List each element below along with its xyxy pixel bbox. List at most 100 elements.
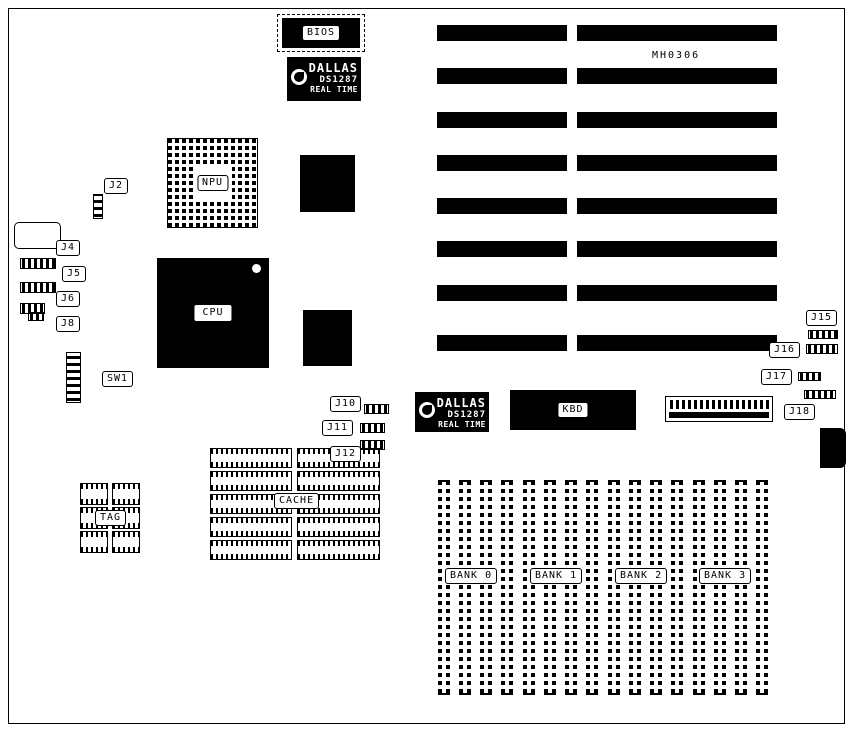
dallas-logo-icon <box>419 402 435 418</box>
simm-socket <box>735 480 747 695</box>
jumper-j8-pins <box>28 312 44 321</box>
memory-bank-2: BANK 2 <box>608 480 685 695</box>
jumper-j5-pins <box>20 282 56 293</box>
isa-slot-row-1 <box>437 25 777 41</box>
rtc-brand: DALLAS <box>436 396 486 410</box>
isa-slot-row-8 <box>437 335 777 351</box>
isa-slot-row-2 <box>437 68 777 84</box>
isa-slot-segment <box>437 198 567 214</box>
isa-slot-segment <box>437 25 567 41</box>
jumper-j16-label: J16 <box>769 342 801 358</box>
isa-slot-segment <box>577 112 777 128</box>
jumper-j15-label: J15 <box>806 310 838 326</box>
jumper-j2-label: J2 <box>104 178 129 194</box>
tag-chip <box>112 483 140 505</box>
simm-socket <box>608 480 620 695</box>
isa-slot-segment <box>577 68 777 84</box>
board-part-number: MH0306 <box>652 50 701 61</box>
rtc-model: DS1287 <box>319 75 358 85</box>
simm-socket <box>671 480 683 695</box>
simm-socket <box>480 480 492 695</box>
rtc-type: REAL TIME <box>438 420 486 429</box>
jumper-j18-pins <box>804 390 836 399</box>
rtc-text: DALLAS DS1287 REAL TIME <box>309 61 358 94</box>
cache-label: CACHE <box>274 493 320 509</box>
isa-slot-segment <box>437 155 567 171</box>
bios-socket: BIOS <box>277 14 365 52</box>
cpu-label: CPU <box>193 304 233 322</box>
board-outline <box>8 8 845 724</box>
power-pin-header <box>665 396 773 422</box>
jumper-j17-label: J17 <box>761 369 793 385</box>
simm-socket <box>756 480 768 695</box>
isa-slot-segment <box>437 241 567 257</box>
simm-socket <box>459 480 471 695</box>
sw1-label: SW1 <box>102 371 134 387</box>
isa-slot-row-3 <box>437 112 777 128</box>
edge-connector-right <box>820 428 846 468</box>
jumper-j5-label: J5 <box>62 266 87 282</box>
tag-chip <box>112 531 140 553</box>
isa-slot-segment <box>437 335 567 351</box>
support-chip-lower <box>303 310 352 366</box>
bank1-label: BANK 1 <box>530 568 583 584</box>
isa-slot-row-4 <box>437 155 777 171</box>
cache-chip <box>297 471 380 491</box>
jumper-j16-pins <box>806 344 838 354</box>
dallas-logo-icon <box>291 69 307 85</box>
isa-slot-segment <box>577 241 777 257</box>
simm-socket <box>501 480 513 695</box>
simm-socket <box>544 480 556 695</box>
tag-label: TAG <box>95 510 127 526</box>
rtc-brand: DALLAS <box>308 61 358 75</box>
tag-chip <box>80 531 108 553</box>
isa-slot-segment <box>577 25 777 41</box>
cpu-pin1-dot <box>252 264 261 273</box>
cpu-chip: CPU <box>157 258 269 368</box>
jumper-j11-label: J11 <box>322 420 354 436</box>
isa-slot-row-5 <box>437 198 777 214</box>
kbd-label: KBD <box>557 402 589 418</box>
simm-socket <box>650 480 662 695</box>
isa-slot-segment <box>437 285 567 301</box>
isa-slot-segment <box>437 68 567 84</box>
jumper-j10-label: J10 <box>330 396 362 412</box>
simm-socket <box>586 480 598 695</box>
jumper-j17-pins <box>798 372 821 381</box>
isa-slot-segment <box>577 335 777 351</box>
tag-chip <box>80 483 108 505</box>
cache-chip <box>210 448 292 468</box>
memory-bank-3: BANK 3 <box>693 480 770 695</box>
cache-chip <box>297 540 380 560</box>
cache-chip <box>210 471 292 491</box>
edge-connector-left <box>14 222 61 249</box>
simm-socket <box>438 480 450 695</box>
jumper-j15-pins <box>808 330 838 339</box>
kbd-chip: KBD <box>510 390 636 430</box>
cache-chip <box>297 517 380 537</box>
rtc-chip-lower: DALLAS DS1287 REAL TIME <box>415 392 489 432</box>
pin-header-row <box>669 400 769 409</box>
cache-chip <box>210 540 292 560</box>
rtc-model: DS1287 <box>447 410 486 420</box>
simm-socket <box>565 480 577 695</box>
memory-bank-0: BANK 0 <box>438 480 515 695</box>
jumper-j10-pins <box>364 404 389 414</box>
jumper-j11-pins <box>360 423 385 433</box>
jumper-j12-label: J12 <box>330 446 362 462</box>
jumper-j6-label: J6 <box>56 291 81 307</box>
bank2-label: BANK 2 <box>615 568 668 584</box>
jumper-j8-label: J8 <box>56 316 81 332</box>
pin-header-bar <box>669 412 769 418</box>
isa-slot-segment <box>577 285 777 301</box>
simm-socket <box>523 480 535 695</box>
jumper-j18-label: J18 <box>784 404 816 420</box>
simm-socket <box>629 480 641 695</box>
npu-label: NPU <box>196 175 229 191</box>
bank0-label: BANK 0 <box>445 568 498 584</box>
isa-slot-row-7 <box>437 285 777 301</box>
simm-socket <box>714 480 726 695</box>
jumper-j4-pins <box>20 258 56 269</box>
cache-chip <box>210 517 292 537</box>
